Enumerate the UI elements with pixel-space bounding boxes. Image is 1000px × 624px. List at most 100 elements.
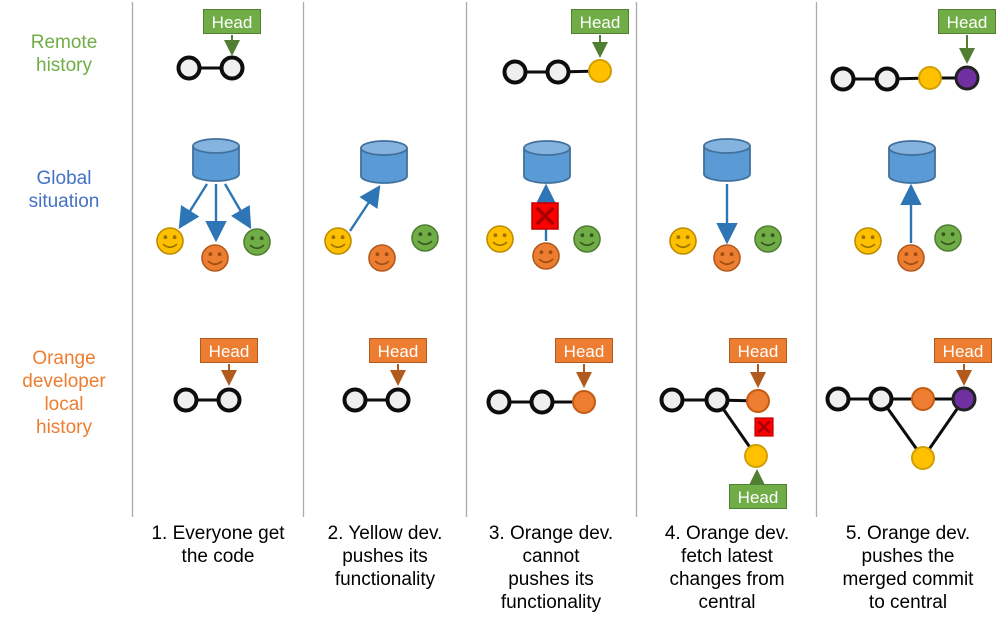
head-label-remote-step3: Head [571,9,629,34]
local-history-step1 [173,364,242,413]
local-history-step2 [342,364,411,413]
green-dev-icon [573,225,601,253]
caption-line: functionality [500,592,602,613]
global-situation-step3 [486,140,601,270]
remote-history-step1 [176,35,245,81]
commit-node-yellow [911,446,935,470]
global-situation-step5 [854,140,962,272]
row-label-line: Remote [30,32,98,53]
head-label-local-step3: Head [555,338,613,363]
commit-node [545,59,571,85]
commit-node-yellow [588,59,612,83]
commit-node-orange [572,390,596,414]
commit-node-yellow [744,444,768,468]
row-label-line: history [36,417,92,438]
row-label-line: developer [22,371,106,392]
head-label-remote-in-local-step4: Head [729,484,787,509]
push-blocked-x-icon [530,201,560,231]
commit-node [216,387,242,413]
local-history-step3 [486,364,596,415]
commit-node [219,55,245,81]
row-label-line: Orange [32,348,96,369]
green-dev-icon [934,224,962,252]
head-label-remote-step5: Head [938,9,996,34]
commit-node-orange [911,387,935,411]
caption-line: pushes the [861,546,955,567]
row-label-line: situation [28,191,100,212]
remote-history-step3 [502,35,612,85]
orange-dev-icon [532,242,560,270]
central-repo-icon [523,140,571,184]
row-label-line: history [36,55,92,76]
caption-line: the code [181,546,255,567]
commit-node [342,387,368,413]
caption-line: central [698,592,756,613]
green-dev-icon [411,224,439,252]
yellow-dev-icon [669,227,697,255]
global-situation-step1 [156,138,271,272]
row-label-line: Global [36,168,92,189]
caption-line: pushes its [342,546,428,567]
caption-step3: 3. Orange dev. cannot pushes its functio… [461,522,641,614]
caption-step5: 5. Orange dev. pushes the merged commit … [818,522,998,614]
central-repo-icon [888,140,936,184]
commit-node [868,386,894,412]
local-history-step5 [825,364,977,470]
caption-line: functionality [334,569,436,590]
row-label-orange-developer: Orange developer local history [0,347,128,439]
commit-node [486,389,512,415]
yellow-dev-icon [854,227,882,255]
caption-line: 4. Orange dev. [664,523,790,544]
head-label-local-step2: Head [369,338,427,363]
head-label-local-step5: Head [934,338,992,363]
central-repo-icon [192,138,240,182]
green-dev-icon [243,228,271,256]
caption-line: changes from [669,569,785,590]
column-separators [131,2,818,517]
caption-step1: 1. Everyone get the code [128,522,308,568]
local-history-step4 [659,364,775,485]
central-repo-icon [703,138,751,182]
commit-node [502,59,528,85]
commit-node [659,387,685,413]
yellow-dev-icon [156,227,184,255]
global-situation-step2 [324,140,439,272]
caption-line: 1. Everyone get [151,523,285,544]
row-label-remote-history: Remote history [0,31,128,77]
row-label-line: local [44,394,84,415]
pull-arrow [223,183,252,230]
orange-dev-icon [897,244,925,272]
caption-step2: 2. Yellow dev. pushes its functionality [295,522,475,591]
pull-arrow [178,183,209,230]
head-label-local-step4: Head [729,338,787,363]
commit-node [529,389,555,415]
push-arrow [348,184,381,232]
commit-node [385,387,411,413]
head-label-local-step1: Head [200,338,258,363]
caption-line: 3. Orange dev. [488,523,614,544]
head-label-remote-step1: Head [203,9,261,34]
commit-node [825,386,851,412]
caption-line: 2. Yellow dev. [327,523,443,544]
commit-node [830,66,856,92]
commit-node-purple [954,65,980,91]
caption-line: pushes its [508,569,594,590]
orange-dev-icon [368,244,396,272]
yellow-dev-icon [324,227,352,255]
caption-line: cannot [522,546,580,567]
caption-line: 5. Orange dev. [845,523,971,544]
caption-step4: 4. Orange dev. fetch latest changes from… [637,522,817,614]
commit-node-purple [951,386,977,412]
caption-line: fetch latest [681,546,773,567]
green-dev-icon [754,225,782,253]
central-repo-icon [360,140,408,184]
remote-history-step5 [830,35,980,92]
commit-node-yellow [918,66,942,90]
commit-node [704,387,730,413]
caption-line: to central [868,592,948,613]
conflict-x-icon [753,416,775,438]
global-situation-step4 [669,138,782,272]
orange-dev-icon [201,244,229,272]
